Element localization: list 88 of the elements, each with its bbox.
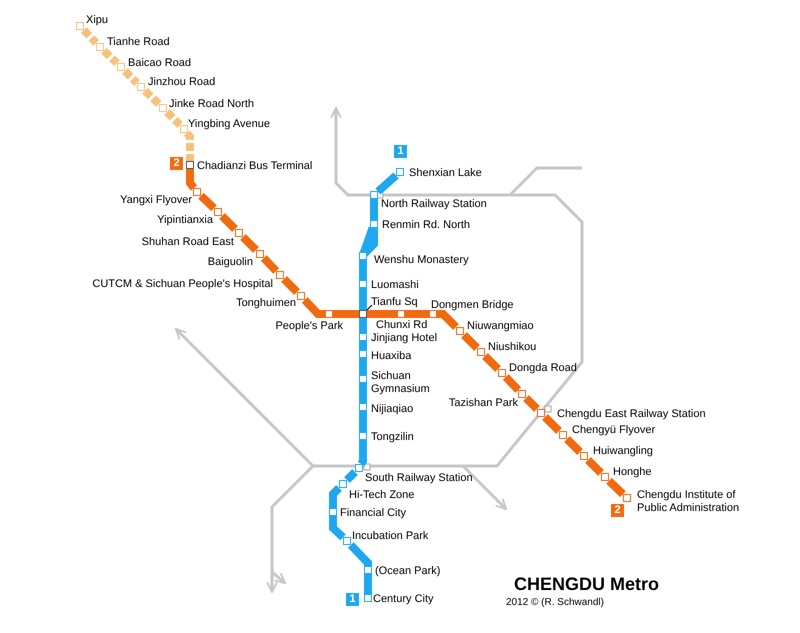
station-name: Chengyü Flyover [572, 424, 656, 437]
station-name: Yangxi Flyover [120, 194, 192, 207]
metro-line-segment [281, 276, 300, 295]
metro-line-segment [164, 109, 183, 128]
station-name: Dongda Road [509, 362, 577, 375]
metro-line-segment [564, 436, 583, 455]
station-name: Baiguolin [208, 256, 253, 269]
station-name: Shuhan Road East [142, 236, 234, 249]
metro-line-segment [364, 574, 372, 594]
station-name: Tazishan Park [448, 397, 518, 410]
station-name: Financial City [340, 507, 406, 520]
station-name: Honghe [613, 466, 652, 479]
metro-line-segment [359, 383, 367, 403]
metro-line-segment [502, 374, 522, 393]
station-name: Chadianzi Bus Terminal [197, 160, 312, 173]
station-name: Baicao Road [128, 57, 191, 70]
metro-line-segment [184, 130, 194, 161]
station-name: Niushikou [488, 341, 536, 354]
metro-line-segment [359, 199, 378, 259]
credit-text: 2012 © (R. Schwandl) [506, 597, 604, 609]
metro-line-segment [542, 414, 562, 434]
metro-line-segment [405, 310, 429, 318]
station-name: (Ocean Park) [375, 565, 440, 578]
metro-line-segment [348, 542, 372, 567]
metro-line-segment [482, 353, 501, 372]
metro-line-segment [329, 485, 342, 508]
station-name: Jinke Road North [169, 98, 254, 111]
line-number-badge: 2 [611, 504, 624, 517]
line-number-badge: 2 [170, 157, 183, 170]
metro-line-segment [461, 332, 480, 351]
metro-line-segment [186, 169, 198, 190]
station-name: Jinjiang Hotel [371, 332, 438, 345]
metro-line-segment [344, 469, 358, 483]
station-name: Century City [373, 593, 434, 606]
metro-line-segment [219, 213, 238, 232]
station-name: Jinzhou Road [148, 76, 216, 89]
station-name: Sichuan Gymnasium [371, 370, 431, 396]
station-name: Renmin Rd. North [382, 219, 470, 232]
metro-line-segment [101, 48, 120, 66]
metro-line-segment [260, 255, 280, 274]
station-name: Huaxiba [371, 350, 412, 363]
station-name: Yipintianxia [157, 214, 213, 227]
station-name: Wenshu Monastery [374, 254, 469, 267]
station-name: Luomashi [371, 279, 419, 292]
metro-line-segment [329, 516, 346, 540]
metro-line-segment [358, 440, 367, 466]
metro-line-segment [302, 297, 325, 318]
station-name: North Railway Station [381, 198, 487, 211]
metro-line-segment [142, 88, 162, 108]
station-name: Dongmen Bridge [431, 299, 514, 312]
station-name: Nijiaqiao [371, 403, 414, 416]
station-name: Tongzilin [371, 431, 414, 444]
metro-line-segment [523, 395, 540, 412]
station-name: CUTCM & Sichuan People's Hospital [92, 278, 273, 291]
metro-line-segment [80, 27, 100, 46]
station-name: Hi-Tech Zone [349, 489, 414, 502]
line-number-badge: 1 [394, 145, 407, 158]
line-number-badge: 1 [346, 593, 359, 606]
station-name: Tianfu Sq [371, 296, 418, 309]
metro-line-segment [359, 288, 367, 310]
station-name: Chengdu East Railway Station [557, 408, 706, 421]
station-name: Xipu [86, 14, 108, 27]
metro-line-segment [198, 192, 217, 212]
metro-line-segment [359, 358, 367, 375]
station-name: Yingbing Avenue [188, 118, 270, 131]
station-name: Incubation Park [352, 530, 428, 543]
metro-line-segment [359, 411, 367, 432]
station-name: Niuwangmiao [467, 320, 534, 333]
station-name: Chunxi Rd [376, 319, 428, 332]
metro-line-segment [359, 341, 367, 350]
station-name: South Railway Station [365, 472, 473, 485]
metro-line-segment [122, 68, 140, 86]
metro-line-segment [606, 478, 626, 498]
station-name: Chengdu Institute of Public Administration [637, 489, 740, 515]
metro-line-segment [375, 172, 399, 194]
station-name: Huiwangling [593, 445, 653, 458]
metro-line-segment [359, 260, 367, 280]
metro-line-segment [333, 310, 359, 318]
station-name: Shenxian Lake [409, 167, 482, 180]
map-title: CHENGDU Metro [514, 574, 660, 595]
station-name: Tianhe Road [107, 36, 170, 49]
metro-line-segment [367, 310, 397, 318]
metro-line-segment [437, 310, 459, 330]
metro-line-segment [585, 457, 604, 476]
station-name: People's Park [275, 320, 343, 333]
metro-line-segment [359, 318, 367, 333]
station-name: Tonghuimen [236, 297, 296, 310]
metro-line-segment [240, 234, 259, 253]
